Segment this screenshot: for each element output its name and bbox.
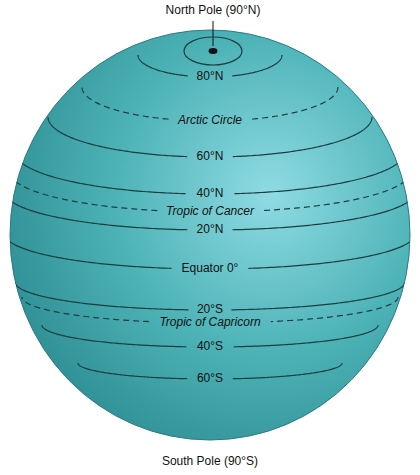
latitude-label: 60°S [197,372,223,386]
tropic-label: Tropic of Capricorn [159,316,260,330]
latitude-lines [5,55,415,379]
tropic-label: Tropic of Cancer [166,205,254,219]
pole-label: North Pole (90°N) [166,4,261,18]
latitude-label: 60°N [197,150,224,164]
pole-dot [209,48,218,54]
pole-leader [213,21,214,46]
pole-label: South Pole (90°S) [162,455,258,469]
globe [10,30,410,440]
equator-label: Equator 0° [182,262,239,276]
latitude-label: 20°S [197,303,223,317]
circle-label: Arctic Circle [178,114,242,128]
latitude-label: 40°S [197,340,223,354]
latitude-label: 20°N [197,223,224,237]
latitude-label: 40°N [197,187,224,201]
latitude-ring [184,37,242,65]
latitude-label: 80°N [197,70,224,84]
